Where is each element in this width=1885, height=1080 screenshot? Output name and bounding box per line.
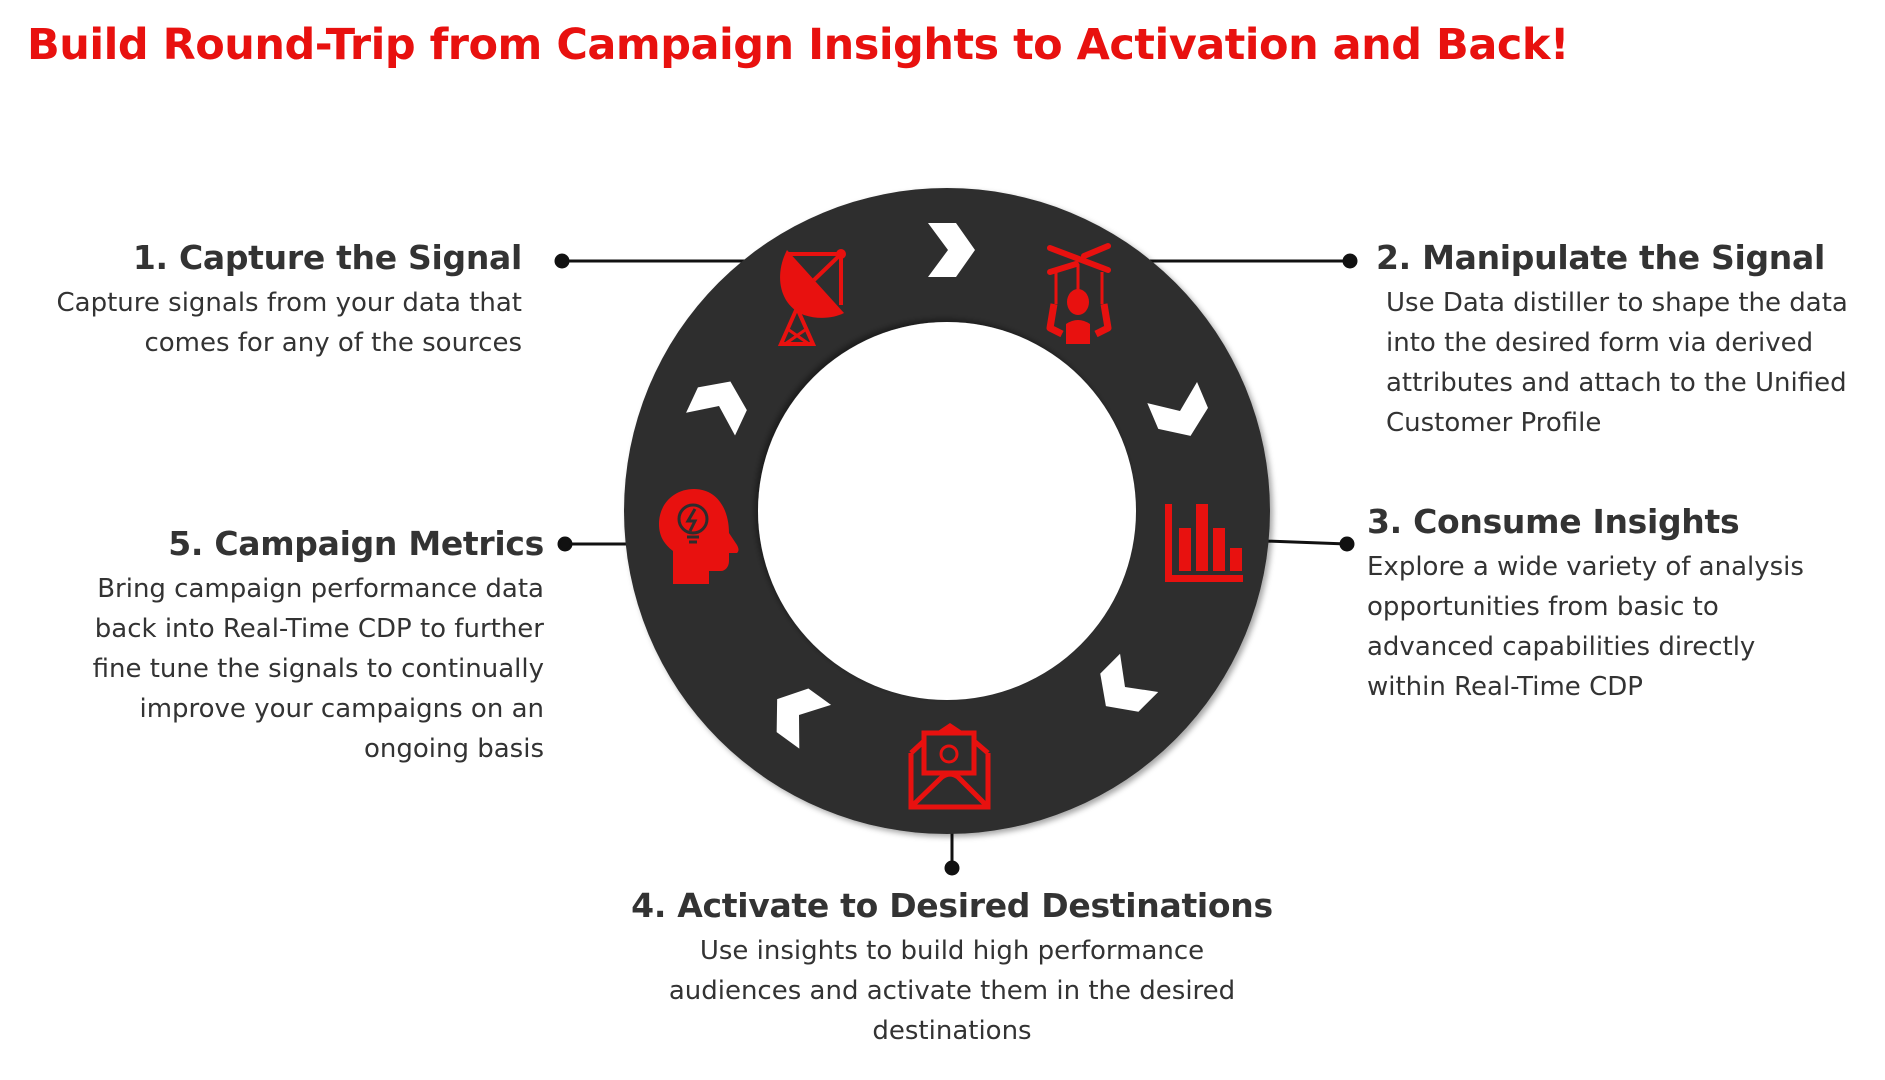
step-4: 4. Activate to Desired Destinations Use …	[552, 886, 1352, 1051]
step-3-line: within Real-Time CDP	[1367, 672, 1643, 702]
step-3-line: Explore a wide variety of analysis	[1367, 552, 1804, 582]
page-title: Build Round-Trip from Campaign Insights …	[27, 20, 1570, 70]
step-4-line: destinations	[872, 1016, 1032, 1046]
chevron-arrow-icon	[1100, 653, 1159, 712]
step-5-line: ongoing basis	[363, 734, 544, 764]
chevron-arrow-icon	[928, 223, 975, 277]
head-lightbulb-icon	[659, 489, 739, 584]
step-4-line: audiences and activate them in the desir…	[668, 976, 1236, 1006]
puppet-icon	[1046, 243, 1112, 344]
step-2-heading: 2. Manipulate the Signal	[1376, 238, 1825, 277]
step-2-line: Customer Profile	[1386, 408, 1602, 438]
step-1-heading: 1. Capture the Signal	[132, 238, 522, 277]
connector-3	[1264, 539, 1348, 546]
step-5-heading: 5. Campaign Metrics	[168, 524, 544, 563]
step-1: 1. Capture the Signal Capture signals fr…	[57, 238, 523, 363]
chevron-arrow-icon	[686, 381, 747, 436]
step-2-line: Use Data distiller to shape the data	[1386, 288, 1848, 318]
step-2-line: attributes and attach to the Unified	[1386, 368, 1847, 398]
step-2-line: into the desired form via derived	[1386, 328, 1814, 358]
step-4-line: Use insights to build high performance	[699, 936, 1205, 966]
step-2: 2. Manipulate the Signal Use Data distil…	[1376, 238, 1848, 443]
step-5-line: Bring campaign performance data	[97, 574, 544, 604]
email-icon	[908, 723, 991, 810]
chevron-arrow-icon	[776, 688, 832, 749]
step-5-line: improve your campaigns on an	[139, 694, 544, 724]
step-4-heading: 4. Activate to Desired Destinations	[631, 886, 1273, 925]
step-1-line: Capture signals from your data that	[56, 288, 523, 318]
step-3-line: opportunities from basic to	[1367, 592, 1719, 622]
step-3: 3. Consume Insights Explore a wide varie…	[1367, 502, 1804, 707]
step-3-heading: 3. Consume Insights	[1367, 502, 1740, 541]
step-1-line: comes for any of the sources	[144, 328, 522, 358]
step-5: 5. Campaign Metrics Bring campaign perfo…	[92, 524, 545, 769]
bar-chart-icon	[1165, 504, 1243, 582]
satellite-dish-icon	[777, 249, 846, 346]
step-3-line: advanced capabilities directly	[1367, 632, 1756, 662]
step-5-line: back into Real-Time CDP to further	[94, 614, 544, 644]
step-5-line: fine tune the signals to continually	[92, 654, 544, 684]
chevron-arrow-icon	[1147, 382, 1208, 436]
